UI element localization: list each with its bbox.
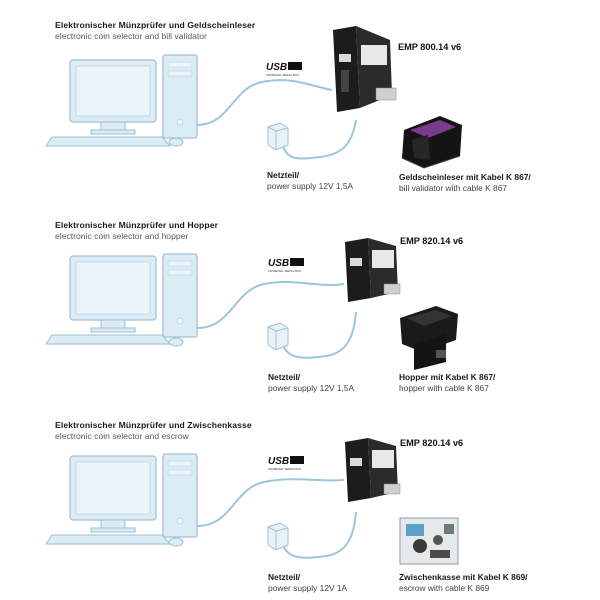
panel-title-en: electronic coin selector and escrow <box>55 431 189 441</box>
power-supply-icon <box>267 122 289 151</box>
connection-diagram: USB UNIVERSAL SERIAL BUS <box>45 238 458 370</box>
model-label: EMP 820.14 v6 <box>400 438 464 448</box>
model-label: EMP 800.14 v6 <box>398 42 462 52</box>
computer-icon <box>45 253 198 347</box>
device-label-de: Geldscheinleser mit Kabel K 867/ <box>399 172 531 182</box>
svg-text:USB: USB <box>266 62 287 73</box>
power-supply-label: Netzteil/ power supply 12V 1,5A <box>267 170 353 191</box>
panel-hopper: Elektronischer Münzprüfer und Hopper ele… <box>0 200 600 396</box>
panel-title-de: Elektronischer Münzprüfer und Zwischenka… <box>55 420 252 430</box>
panel-title-de: Elektronischer Münzprüfer und Hopper <box>55 220 219 230</box>
device-label: Geldscheinleser mit Kabel K 867/ bill va… <box>399 172 531 193</box>
power-cable <box>281 119 357 160</box>
power-supply-label: Netzteil/ power supply 12V 1A <box>268 572 347 593</box>
usb-cable <box>196 281 345 329</box>
escrow-icon <box>399 517 459 565</box>
connection-diagram: USB UNIVERSAL SERIAL BUS <box>45 26 462 169</box>
panel-title-en: electronic coin selector and bill valida… <box>55 31 207 41</box>
power-supply-label: Netzteil/ power supply 12V 1,5A <box>268 372 354 393</box>
panel-title-de: Elektronischer Münzprüfer und Geldschein… <box>55 20 256 30</box>
svg-text:UNIVERSAL SERIAL BUS: UNIVERSAL SERIAL BUS <box>268 269 301 273</box>
power-supply-label-de: Netzteil/ <box>268 572 301 582</box>
panel-title-en: electronic coin selector and hopper <box>55 231 189 241</box>
model-label: EMP 820.14 v6 <box>400 236 464 246</box>
svg-text:UNIVERSAL SERIAL BUS: UNIVERSAL SERIAL BUS <box>266 73 299 77</box>
panel-bill-validator: Elektronischer Münzprüfer und Geldschein… <box>0 0 600 196</box>
device-label-en: bill validator with cable K 867 <box>399 182 508 193</box>
power-cable <box>281 311 357 359</box>
usb-logo-icon: USB UNIVERSAL SERIAL BUS <box>268 456 304 471</box>
power-supply-label-en: power supply 12V 1,5A <box>267 180 354 191</box>
device-label: Hopper mit Kabel K 867/ hopper with cabl… <box>399 372 495 393</box>
power-supply-label-en: power supply 12V 1,5A <box>268 382 355 393</box>
coin-selector-icon <box>345 438 401 502</box>
power-cable <box>281 511 357 559</box>
device-label-en: hopper with cable K 867 <box>399 382 489 393</box>
hopper-icon <box>400 306 458 370</box>
power-supply-label-en: power supply 12V 1A <box>268 582 348 593</box>
coin-selector-icon <box>333 26 397 112</box>
computer-icon <box>45 54 198 147</box>
device-label: Zwischenkasse mit Kabel K 869/ escrow wi… <box>399 572 527 593</box>
device-label-de: Hopper mit Kabel K 867/ <box>399 372 496 382</box>
usb-cable <box>196 79 333 126</box>
panel-escrow: Elektronischer Münzprüfer und Zwischenka… <box>0 400 600 596</box>
device-label-de: Zwischenkasse mit Kabel K 869/ <box>399 572 528 582</box>
power-supply-label-de: Netzteil/ <box>268 372 301 382</box>
usb-logo-icon: USB UNIVERSAL SERIAL BUS <box>268 258 304 273</box>
svg-text:UNIVERSAL SERIAL BUS: UNIVERSAL SERIAL BUS <box>268 467 301 471</box>
device-label-en: escrow with cable K 869 <box>399 582 490 593</box>
svg-text:USB: USB <box>268 258 289 269</box>
computer-icon <box>45 453 198 547</box>
power-supply-icon <box>267 322 289 351</box>
power-supply-icon <box>267 522 289 551</box>
power-supply-label-de: Netzteil/ <box>267 170 300 180</box>
usb-logo-icon: USB UNIVERSAL SERIAL BUS <box>266 62 302 77</box>
usb-cable <box>196 478 345 527</box>
bill-validator-icon <box>401 116 462 169</box>
svg-text:USB: USB <box>268 456 289 467</box>
connection-diagram: USB UNIVERSAL SERIAL BUS <box>45 438 459 565</box>
coin-selector-icon <box>345 238 401 302</box>
